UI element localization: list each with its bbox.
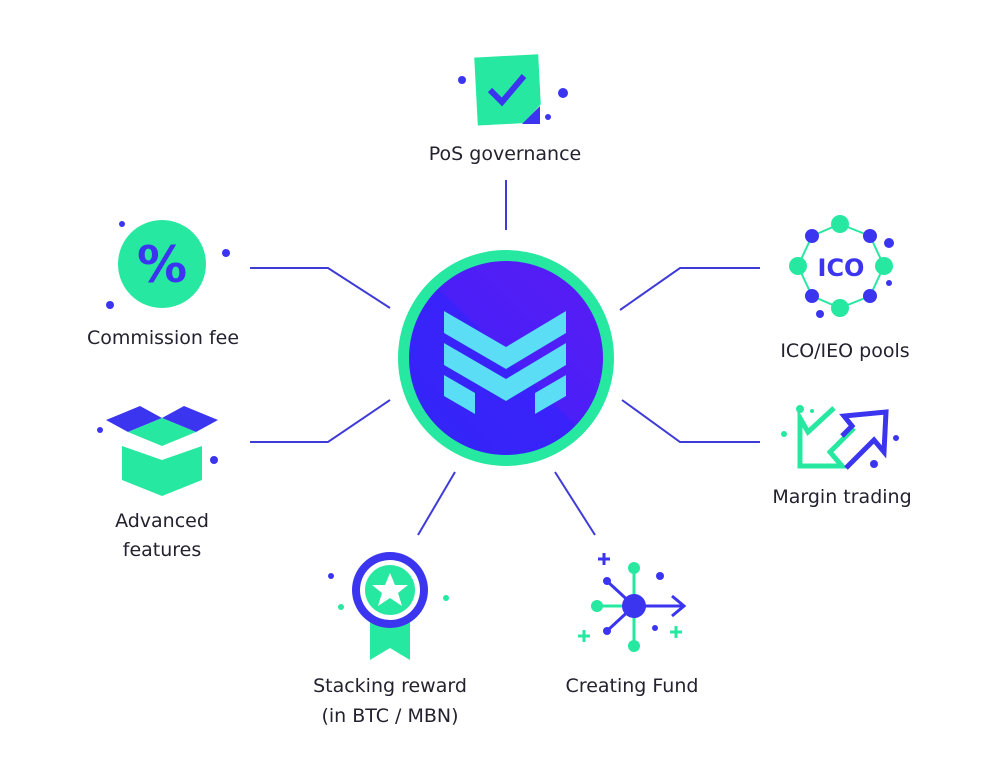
m-logo-icon: [444, 311, 566, 414]
label-margin-trading: Margin trading: [772, 486, 911, 508]
medal-star-icon: [328, 552, 449, 660]
connector-ico: [619, 267, 760, 311]
center-logo: [398, 250, 614, 466]
svg-text:%: %: [137, 236, 187, 294]
label-commission-fee: Commission fee: [87, 327, 239, 349]
svg-text:ICO: ICO: [818, 254, 865, 282]
label-stacking-line2: (in BTC / MBN): [321, 705, 458, 727]
fund-nodes-icon: [578, 553, 687, 652]
label-creating-fund: Creating Fund: [566, 675, 699, 697]
connector-fund: [554, 471, 596, 536]
connector-margin: [621, 399, 760, 443]
ico-network-icon: ICO: [789, 215, 894, 318]
percent-icon: %: [106, 220, 230, 309]
label-advanced-line2: features: [123, 539, 202, 561]
open-box-icon: [97, 406, 218, 496]
connector-stacking: [417, 471, 456, 536]
label-ico-ieo-pools: ICO/IEO pools: [780, 340, 909, 362]
label-pos-governance: PoS governance: [429, 143, 581, 165]
label-advanced-line1: Advanced: [115, 510, 209, 532]
checkmark-document-icon: [458, 54, 568, 126]
connector-advanced: [250, 399, 391, 443]
connectors: [250, 180, 760, 536]
trade-arrows-icon: [781, 405, 899, 470]
label-stacking-line1: Stacking reward: [313, 675, 467, 697]
connector-commission: [250, 267, 391, 309]
